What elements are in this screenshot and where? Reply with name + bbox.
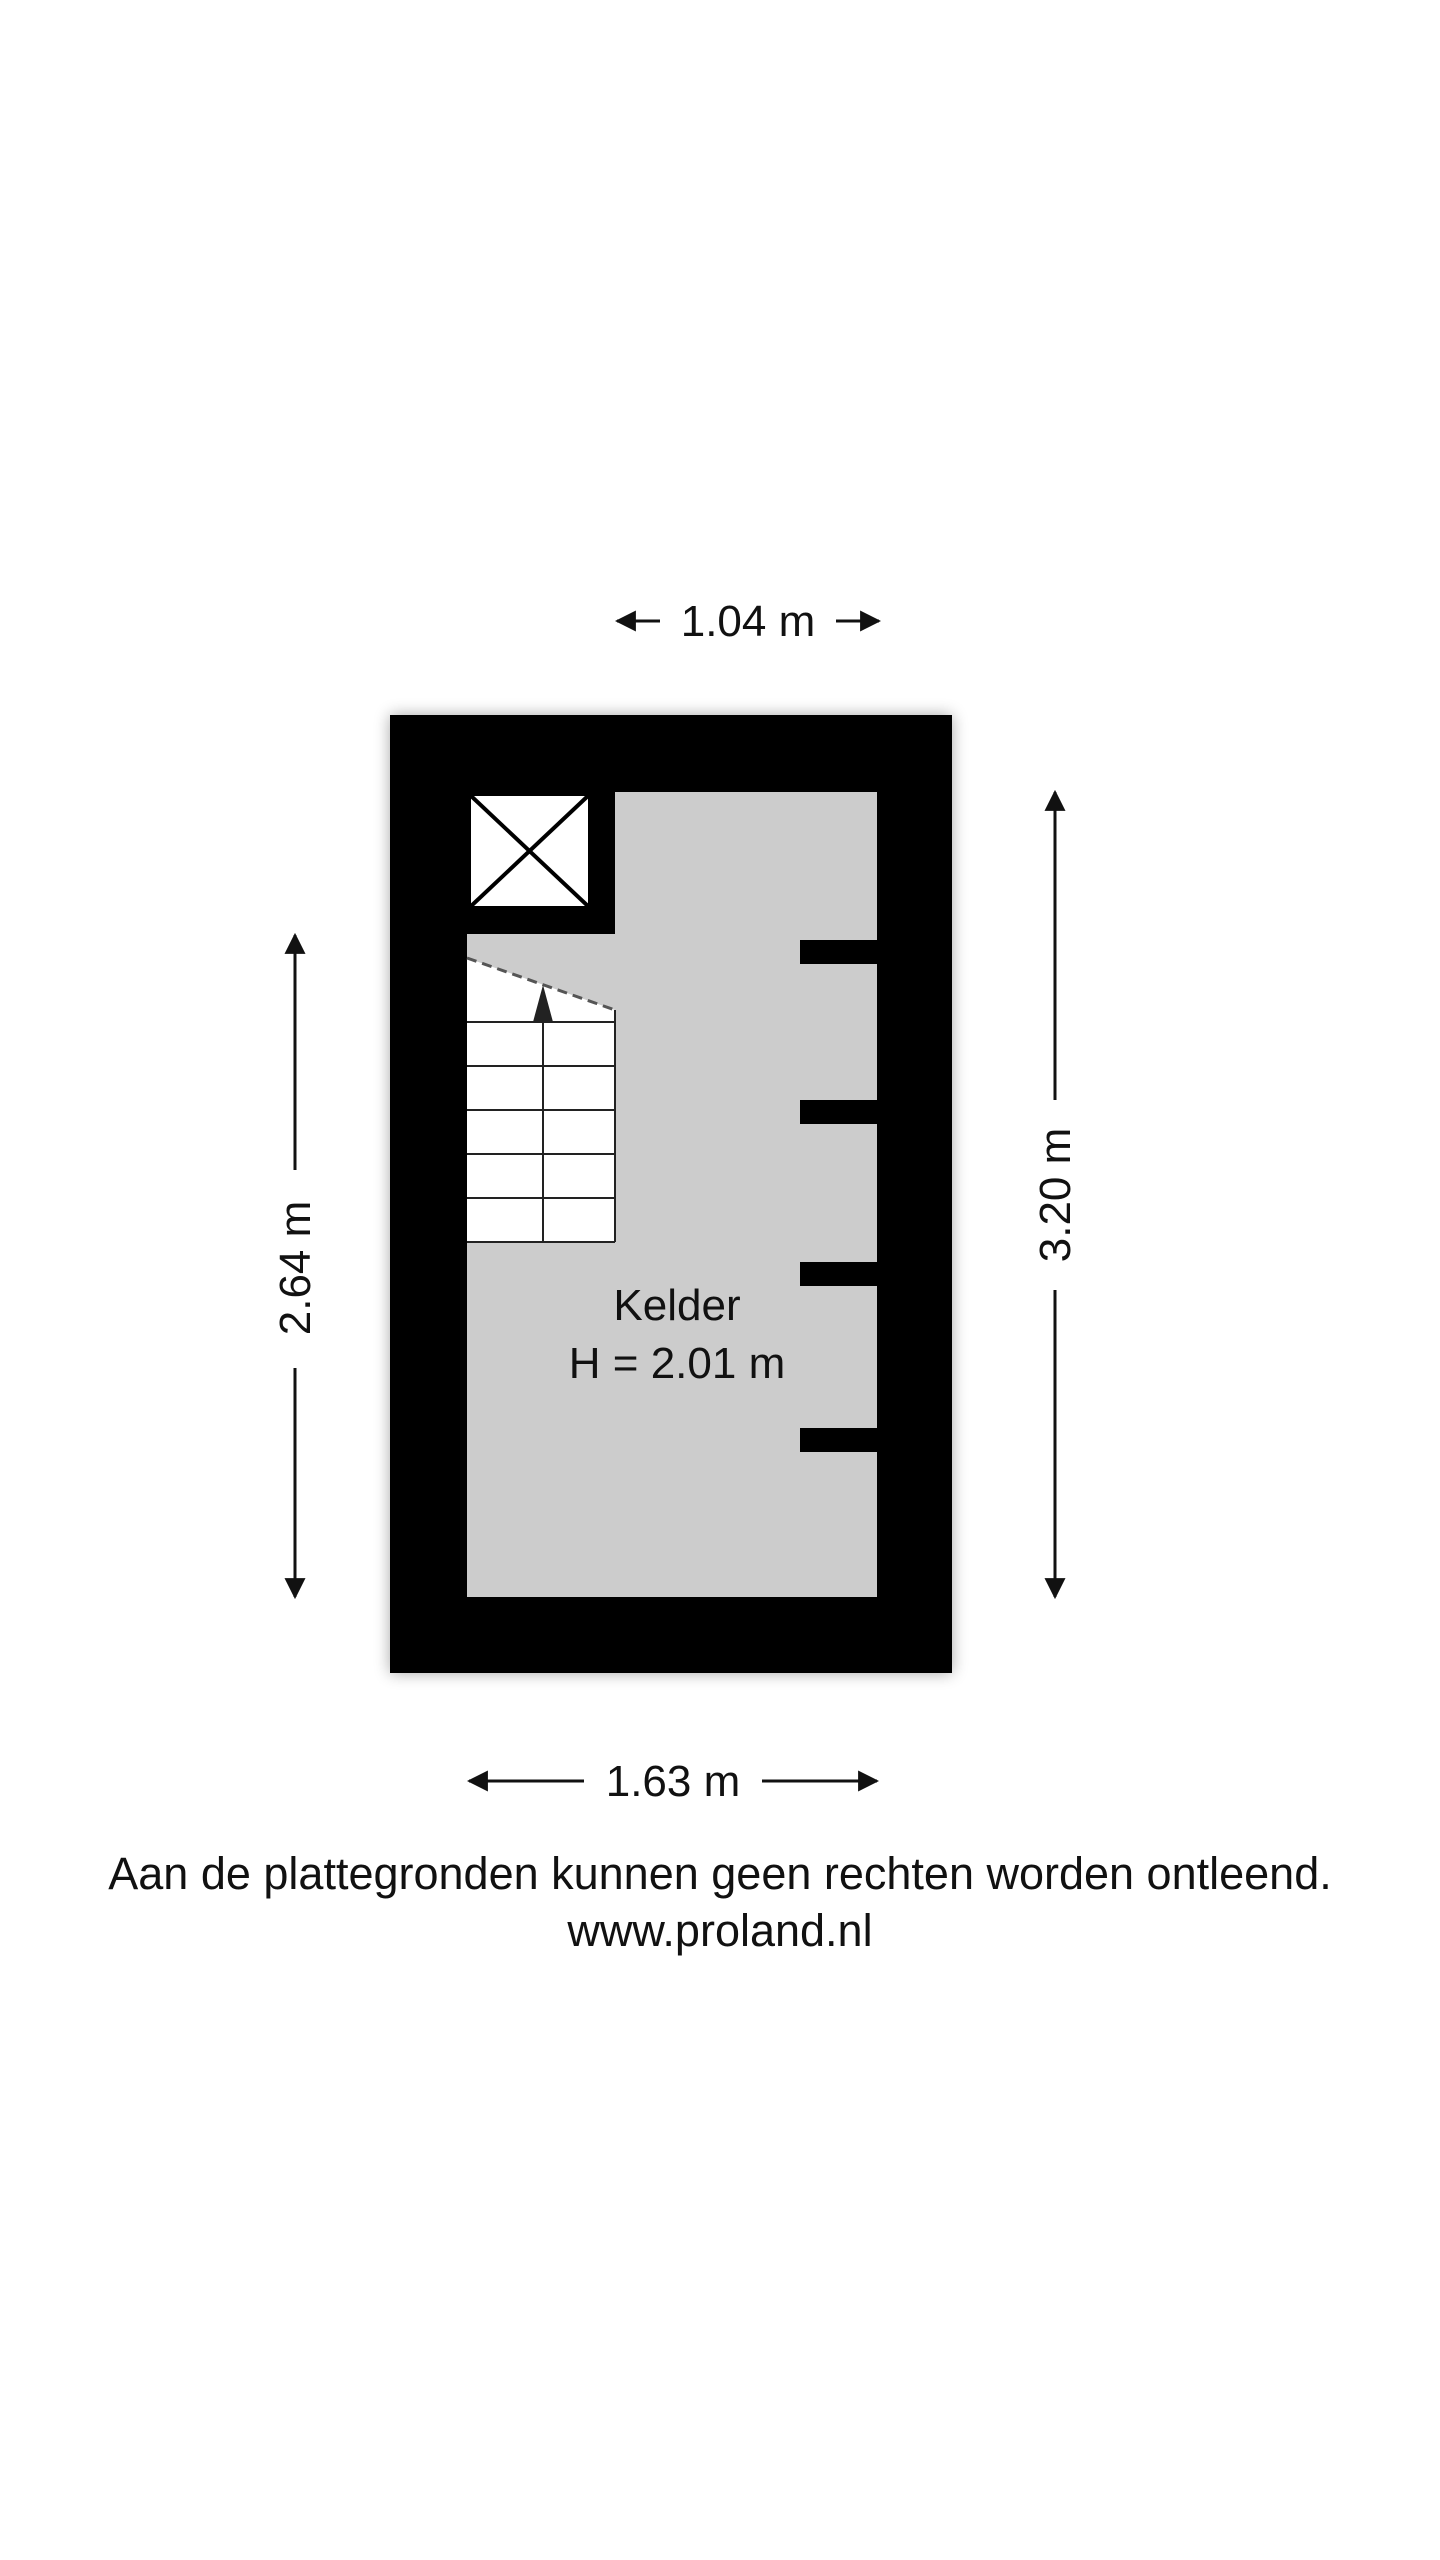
- wall-stub: [800, 1100, 877, 1124]
- shaft-icon: [467, 792, 592, 910]
- dimension-right-label: 3.20 m: [1031, 1128, 1080, 1263]
- dimension-left: 2.64 m: [271, 932, 320, 1600]
- room-name: Kelder: [613, 1281, 740, 1330]
- room-height: H = 2.01 m: [569, 1339, 785, 1388]
- wall-stub: [800, 1428, 877, 1452]
- dimension-left-label: 2.64 m: [271, 1201, 320, 1336]
- dimension-top: 1.04 m: [614, 597, 882, 646]
- dimension-bottom: 1.63 m: [466, 1757, 880, 1806]
- staircase: [466, 956, 616, 1243]
- dimension-bottom-label: 1.63 m: [606, 1757, 741, 1806]
- stairs-arrowhead-icon: [533, 985, 553, 1022]
- wall-stub: [800, 940, 877, 964]
- wall-stub: [800, 1262, 877, 1286]
- website-link[interactable]: www.proland.nl: [567, 1905, 873, 1956]
- dimension-right: 3.20 m: [1031, 789, 1080, 1600]
- dimension-top-label: 1.04 m: [681, 597, 816, 646]
- disclaimer-text: Aan de plattegronden kunnen geen rechten…: [108, 1848, 1332, 1899]
